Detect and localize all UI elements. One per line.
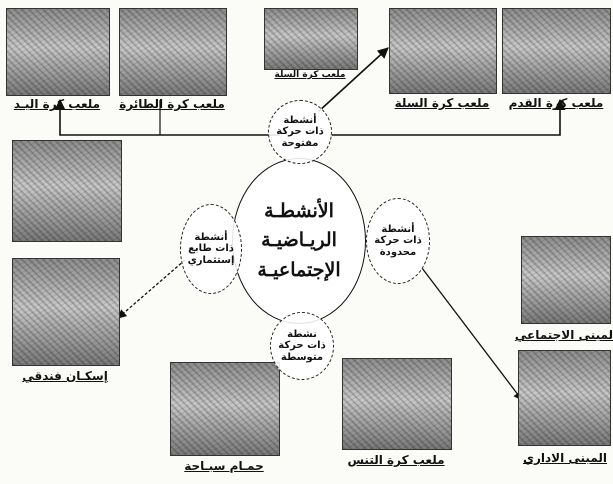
photo-social-building [521, 236, 611, 324]
central-title-line2: الريـاضيـة [261, 229, 337, 252]
arrow-to-basketball [317, 47, 389, 113]
photo-handball-court [6, 8, 110, 96]
caption-handball: ملعب كرة اليـد [13, 97, 101, 111]
arrow-to-football [330, 98, 566, 136]
bubble-medium-movement: نشطة ذات حركة متوسطة [270, 312, 334, 380]
bubble-limited-movement: أنشطة ذات حركة محدودة [366, 198, 430, 284]
caption-football: ملعب كرة القدم [508, 96, 604, 110]
caption-volleyball: ملعب كرة الطائرة [119, 97, 225, 111]
photo-hotel-building [12, 258, 120, 366]
caption-admin-building: المبنى الاداري [522, 451, 608, 465]
photo-basketball-small [264, 8, 358, 70]
central-title-line1: الأنشطـة [264, 199, 334, 222]
caption-hotel: إسكـان فندقي [22, 369, 108, 383]
bubble-open-movement: أنشطة ذات حركة مفتوحة [268, 100, 332, 164]
caption-basketball-small: ملعب كرة السلة [274, 70, 346, 80]
bubble-investment: أنشطة ذات طابع إستثماري [180, 204, 242, 294]
photo-football-stadium [502, 8, 611, 94]
photo-hotel-aerial [12, 140, 122, 242]
arrow-to-handball [54, 98, 280, 136]
photo-volleyball-court [119, 8, 227, 96]
caption-pool: حمـام سبـاحة [184, 459, 264, 473]
central-title-line3: الإجتماعيـة [257, 258, 341, 281]
photo-basketball-court [389, 8, 497, 94]
caption-tennis: ملعب كرة التنس [347, 453, 445, 467]
arrow-to-hotel [117, 259, 186, 319]
caption-social-building: المبنى الاجتماعي [514, 328, 613, 342]
arrow-to-admin-building [421, 267, 523, 401]
central-concept-circle: الأنشطـة الريـاضيـة الإجتماعيـة [232, 158, 366, 324]
caption-basketball: ملعب كرة السلة [394, 96, 490, 110]
photo-swimming-pool [170, 362, 280, 456]
photo-tennis-court [342, 358, 452, 450]
photo-admin-building [518, 350, 611, 446]
